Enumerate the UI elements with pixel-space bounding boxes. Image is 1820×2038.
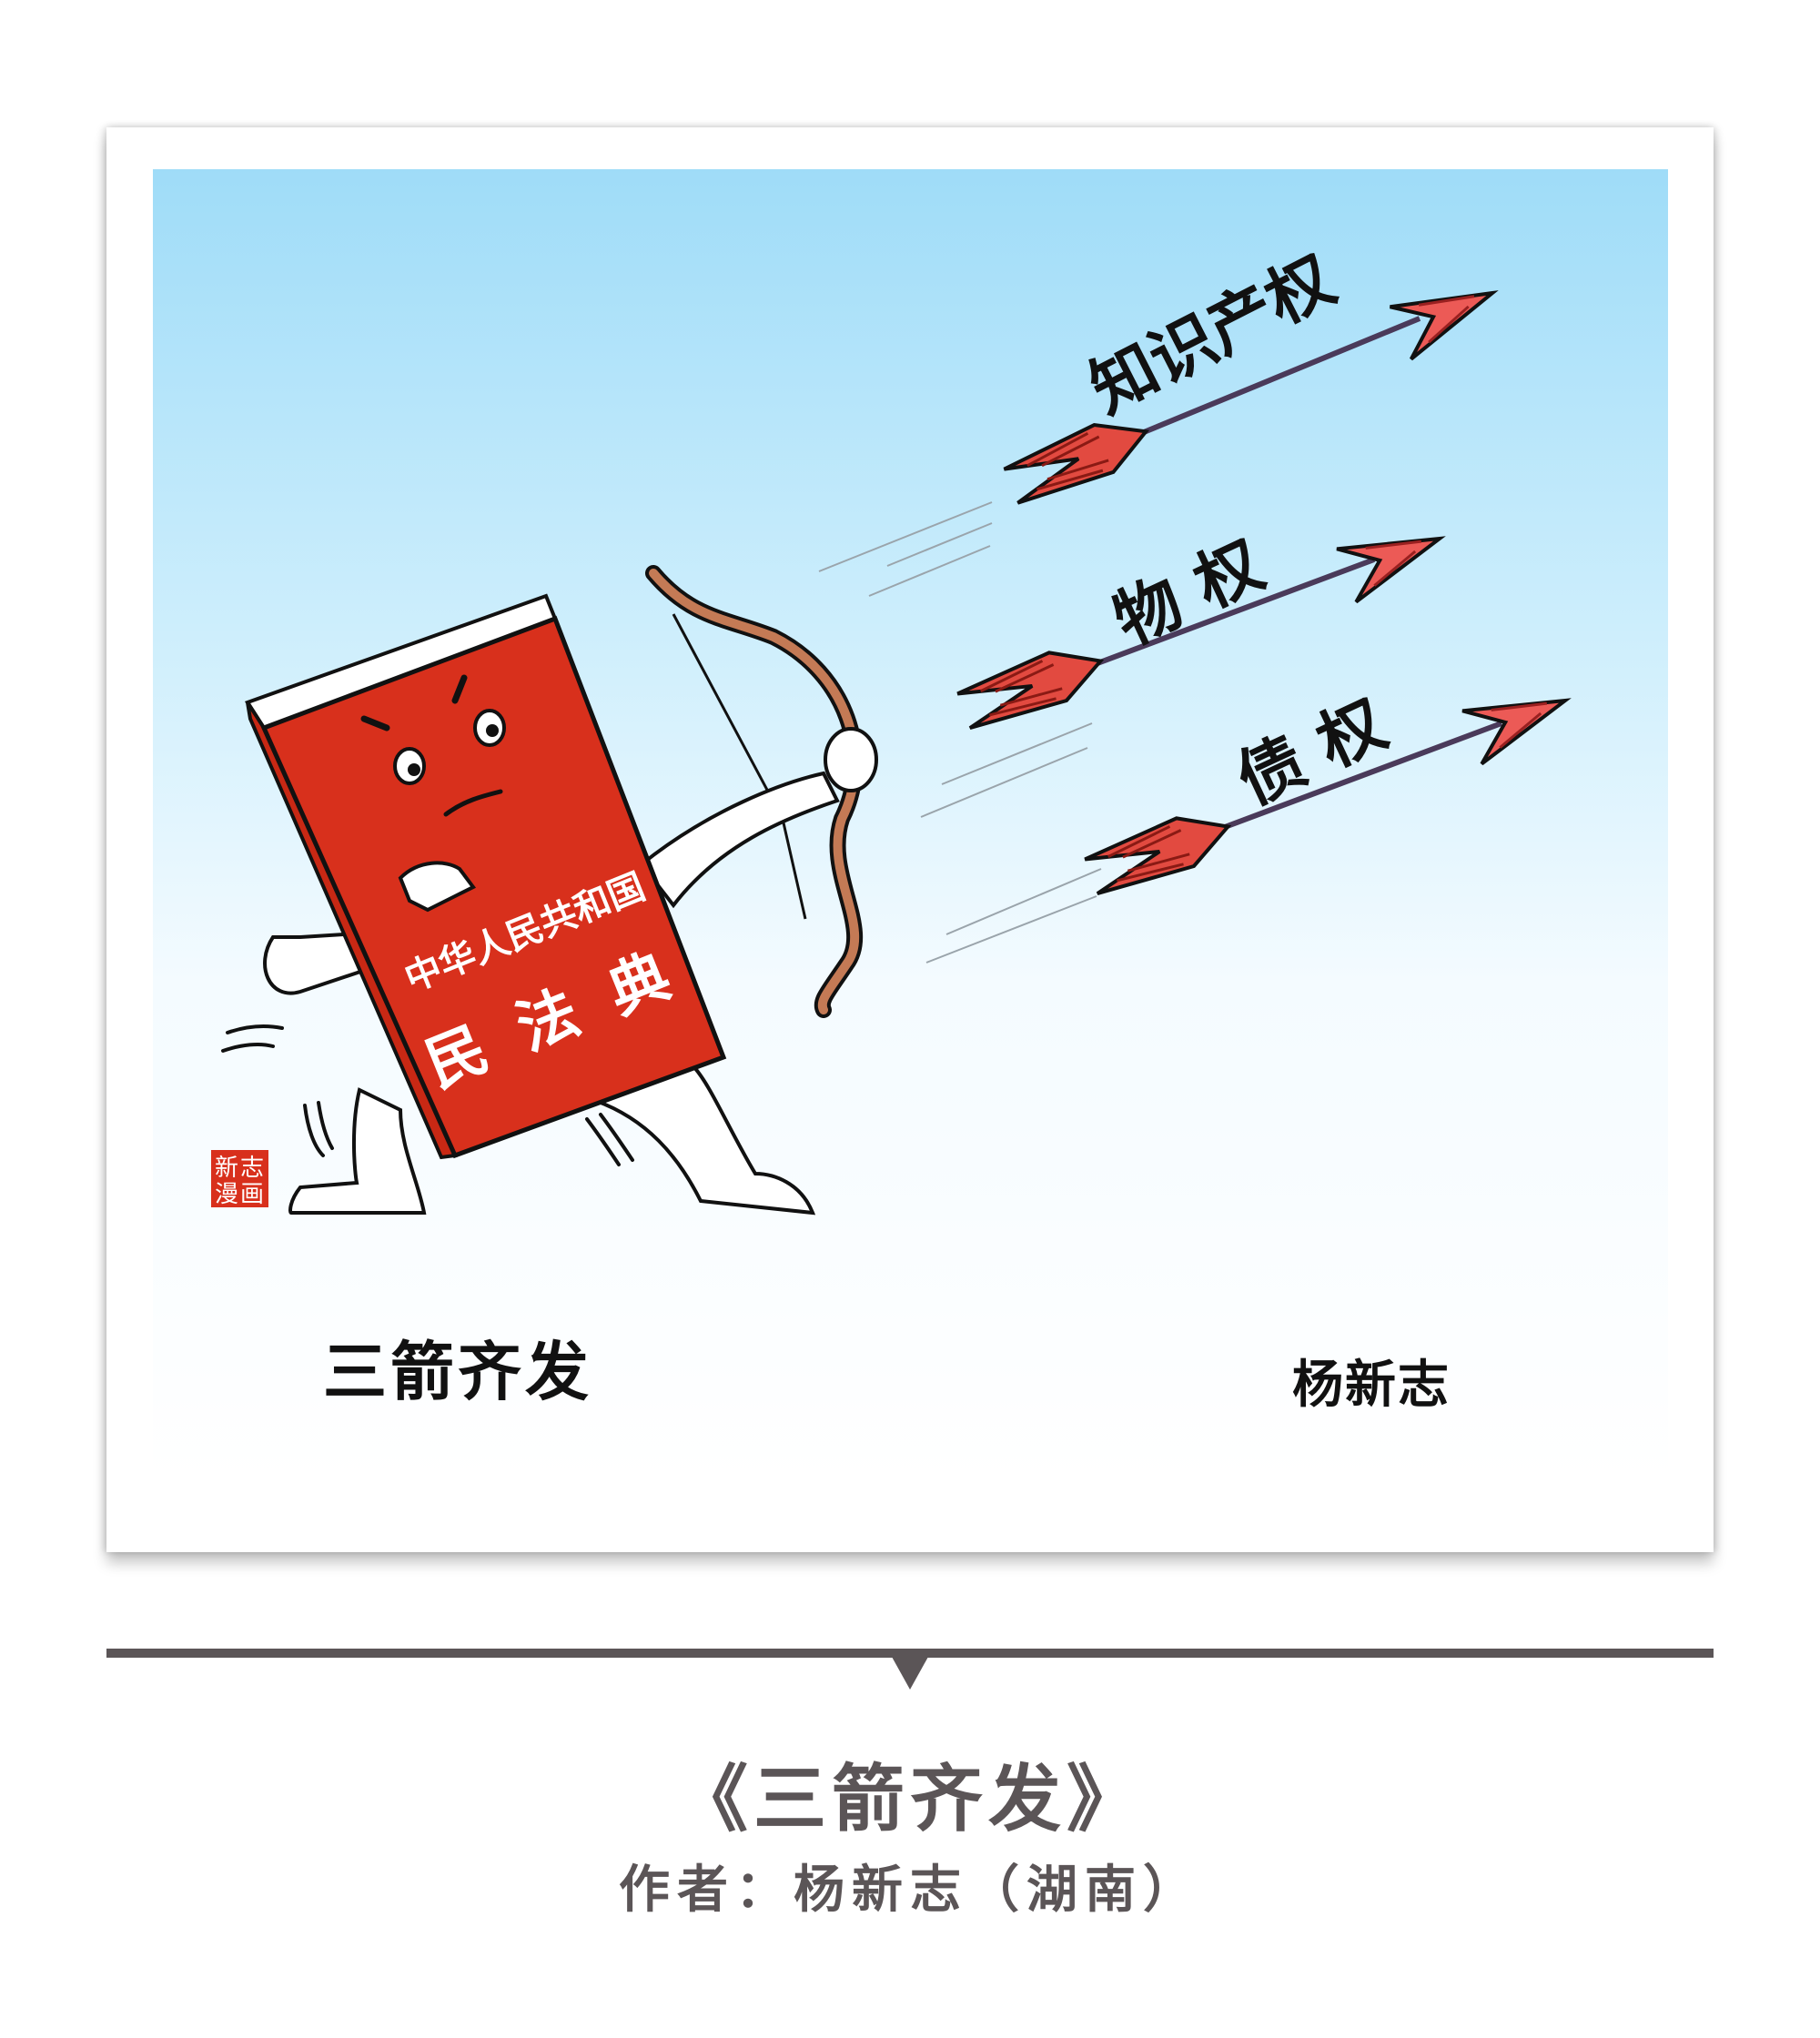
section-divider: [106, 1649, 1714, 1658]
divider-notch-icon: [892, 1657, 928, 1690]
artwork-title: 《三箭齐发》: [675, 1757, 1145, 1841]
cartoon-caption: 三箭齐发: [323, 1334, 592, 1409]
artist-signature: 杨新志: [1292, 1355, 1451, 1415]
bow-arm: [639, 727, 878, 909]
motion-marks: [221, 1024, 634, 1166]
seal-char-4: 画: [240, 1181, 264, 1208]
civil-code-book: 中华人民共和国 民 法 典: [244, 593, 727, 1160]
seal-char-3: 漫: [215, 1181, 238, 1208]
cartoon-illustration: 知识产权 物 权 债 权: [153, 169, 1668, 1479]
speed-lines: [818, 501, 1102, 964]
seal-char-1: 新: [215, 1155, 238, 1182]
seal-char-2: 志: [240, 1155, 264, 1182]
artwork-byline: 作者：杨新志（湖南）: [619, 1861, 1201, 1920]
legs: [288, 1062, 816, 1216]
artist-seal: 新 志 漫 画: [211, 1150, 268, 1208]
